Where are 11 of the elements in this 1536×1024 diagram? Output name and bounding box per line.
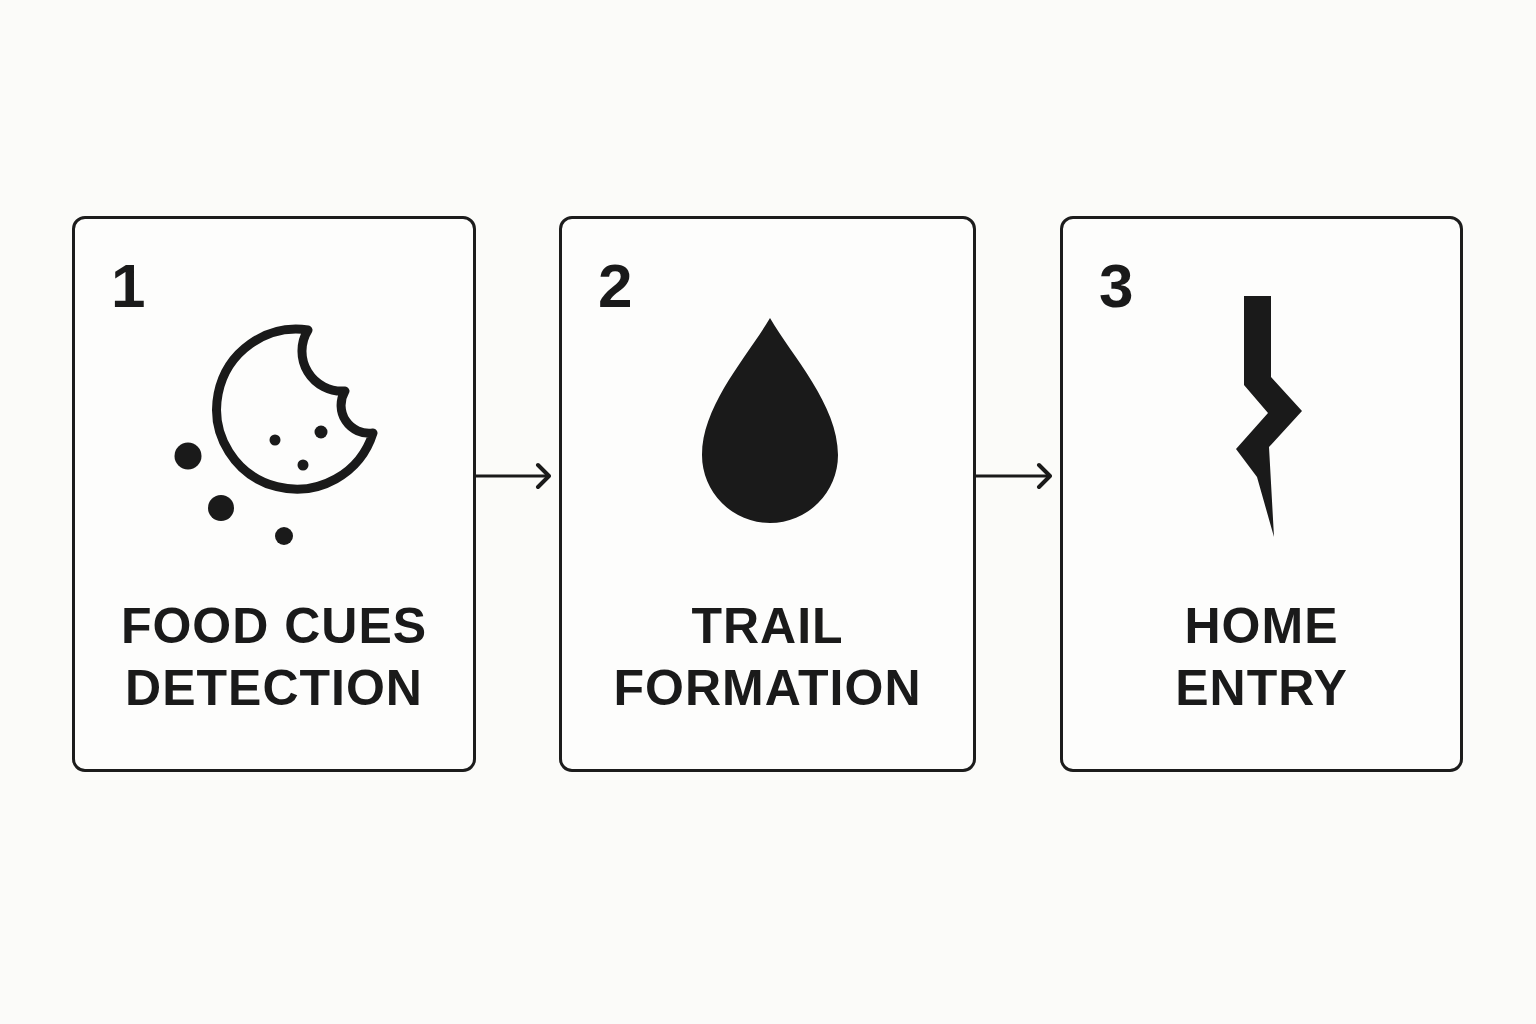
step-number: 3 xyxy=(1099,255,1134,317)
step-title: TRAIL FORMATION xyxy=(612,597,923,718)
arrow xyxy=(976,463,1052,489)
step-number: 1 xyxy=(111,255,146,317)
arrow xyxy=(476,463,551,489)
step-number: 2 xyxy=(598,255,633,317)
step-title: HOME ENTRY xyxy=(1174,597,1349,718)
step-title: FOOD CUES DETECTION xyxy=(119,597,429,718)
step-card xyxy=(72,216,476,772)
step-card xyxy=(559,216,976,772)
step-card xyxy=(1060,216,1463,772)
